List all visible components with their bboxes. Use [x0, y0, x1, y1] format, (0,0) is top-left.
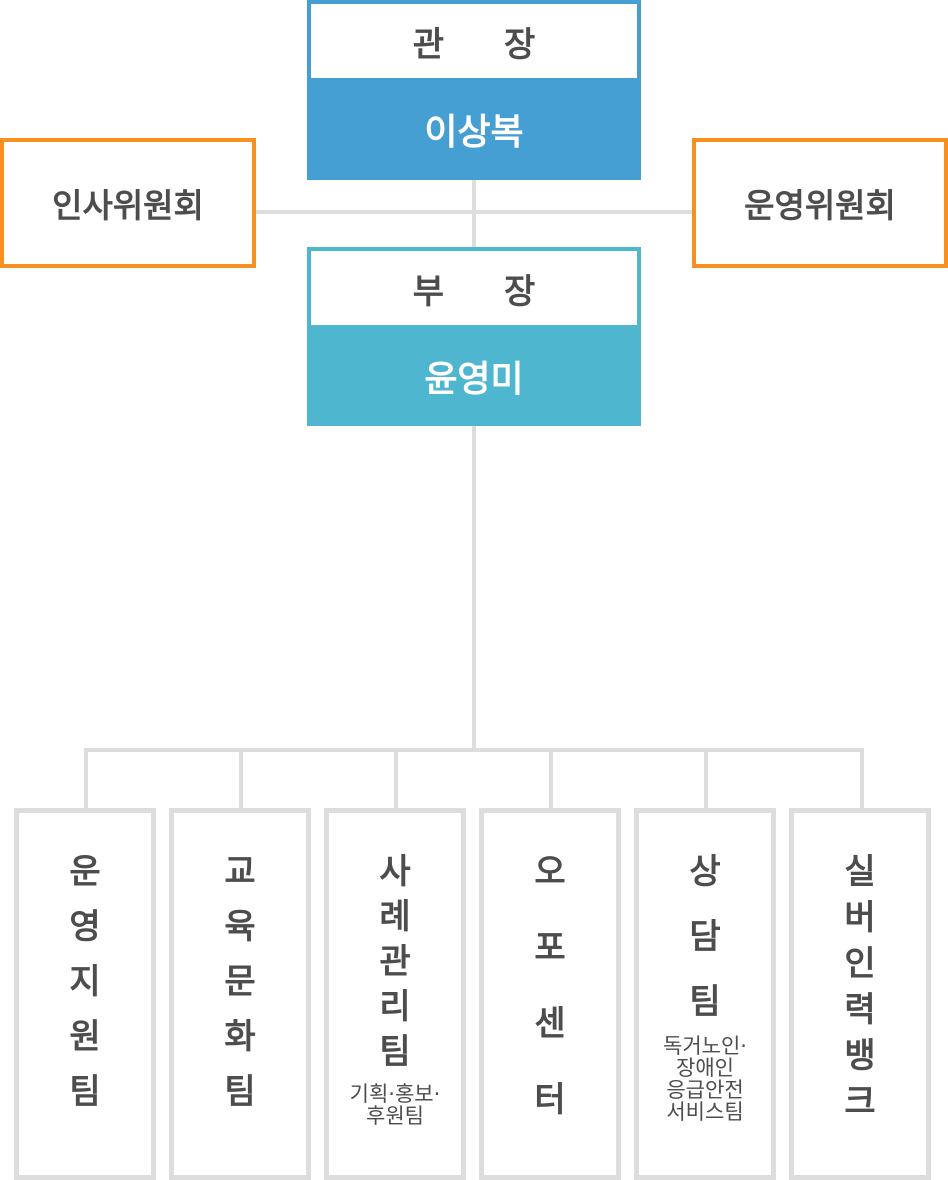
team-name: 운 영 지 원 팀 [69, 855, 100, 1109]
team-name-char: 력 [844, 990, 876, 1030]
team-name: 사 례 관 리 팀 [379, 855, 410, 1069]
team-name-char: 교 [224, 852, 256, 892]
director-role-char-1: 관 [412, 24, 444, 65]
team-name-char: 담 [689, 917, 721, 957]
connector-drop-team-2 [239, 748, 243, 810]
team-name-char: 화 [224, 1017, 256, 1057]
team-name-char: 포 [534, 928, 566, 968]
team-name-char: 팀 [379, 1032, 411, 1072]
vice-role-char-2: 장 [504, 271, 536, 312]
connector-drop-team-6 [860, 748, 864, 810]
team-name-char: 팀 [224, 1072, 256, 1112]
team-name-char: 상 [689, 852, 721, 892]
connector-drop-team-1 [84, 748, 88, 810]
team-name: 실 버 인 력 뱅 크 [844, 855, 875, 1119]
team-name-char: 뱅 [844, 1036, 876, 1076]
team-box-case-management: 사 례 관 리 팀 기획·홍보· 후원팀 [324, 808, 466, 1180]
team-name: 오 포 센 터 [534, 855, 565, 1117]
committee-right-operations: 운영위원회 [692, 138, 948, 268]
director-role-char-2: 장 [504, 24, 536, 65]
committee-right-label: 운영위원회 [744, 186, 896, 225]
team-box-counseling: 상 담 팀 독거노인· 장애인 응급안전 서비스팀 [634, 808, 776, 1180]
connector-drop-team-3 [394, 748, 398, 810]
team-name-char: 관 [379, 942, 411, 982]
team-name-char: 터 [534, 1080, 566, 1120]
team-box-education-culture: 교 육 문 화 팀 [169, 808, 311, 1180]
director-role-label: 관 장 [311, 4, 637, 78]
team-name: 상 담 팀 [689, 855, 720, 1019]
connector-drop-team-4 [549, 748, 553, 810]
connector-drop-team-5 [704, 748, 708, 810]
team-name-char: 사 [379, 852, 411, 892]
team-box-operations-support: 운 영 지 원 팀 [14, 808, 156, 1180]
team-box-silver-workforce-bank: 실 버 인 력 뱅 크 [789, 808, 931, 1180]
team-name-char: 크 [844, 1082, 876, 1122]
team-name-char: 팀 [69, 1072, 101, 1112]
team-name-char: 실 [844, 852, 876, 892]
team-name-char: 례 [379, 897, 411, 937]
vice-director-box: 부 장 윤영미 [307, 247, 641, 426]
team-name-char: 인 [844, 944, 876, 984]
team-name-char: 버 [844, 898, 876, 938]
team-box-opo-center: 오 포 센 터 [479, 808, 621, 1180]
team-name-char: 팀 [689, 982, 721, 1022]
connector-teams-bus [84, 748, 864, 752]
team-name: 교 육 문 화 팀 [224, 855, 255, 1109]
team-name-char: 운 [69, 852, 101, 892]
director-name: 이상복 [424, 112, 524, 153]
director-box: 관 장 이상복 [307, 0, 641, 180]
team-name-char: 오 [534, 852, 566, 892]
committee-left-personnel: 인사위원회 [0, 138, 256, 268]
team-name-char: 문 [224, 962, 256, 1002]
vice-role-char-1: 부 [412, 271, 444, 312]
team-name-char: 지 [69, 962, 101, 1002]
connector-vice-to-teams [472, 426, 476, 752]
team-name-char: 영 [69, 907, 101, 947]
team-subtitle: 기획·홍보· 후원팀 [349, 1082, 441, 1128]
vice-director-name: 윤영미 [424, 358, 524, 400]
team-name-char: 리 [379, 987, 411, 1027]
team-name-char: 원 [69, 1017, 101, 1057]
team-subtitle: 독거노인· 장애인 응급안전 서비스팀 [663, 1034, 747, 1124]
team-name-char: 센 [534, 1004, 566, 1044]
team-name-char: 육 [224, 907, 256, 947]
committee-left-label: 인사위원회 [52, 186, 204, 225]
connector-director-to-vice [472, 180, 476, 247]
vice-director-role-label: 부 장 [311, 251, 637, 325]
